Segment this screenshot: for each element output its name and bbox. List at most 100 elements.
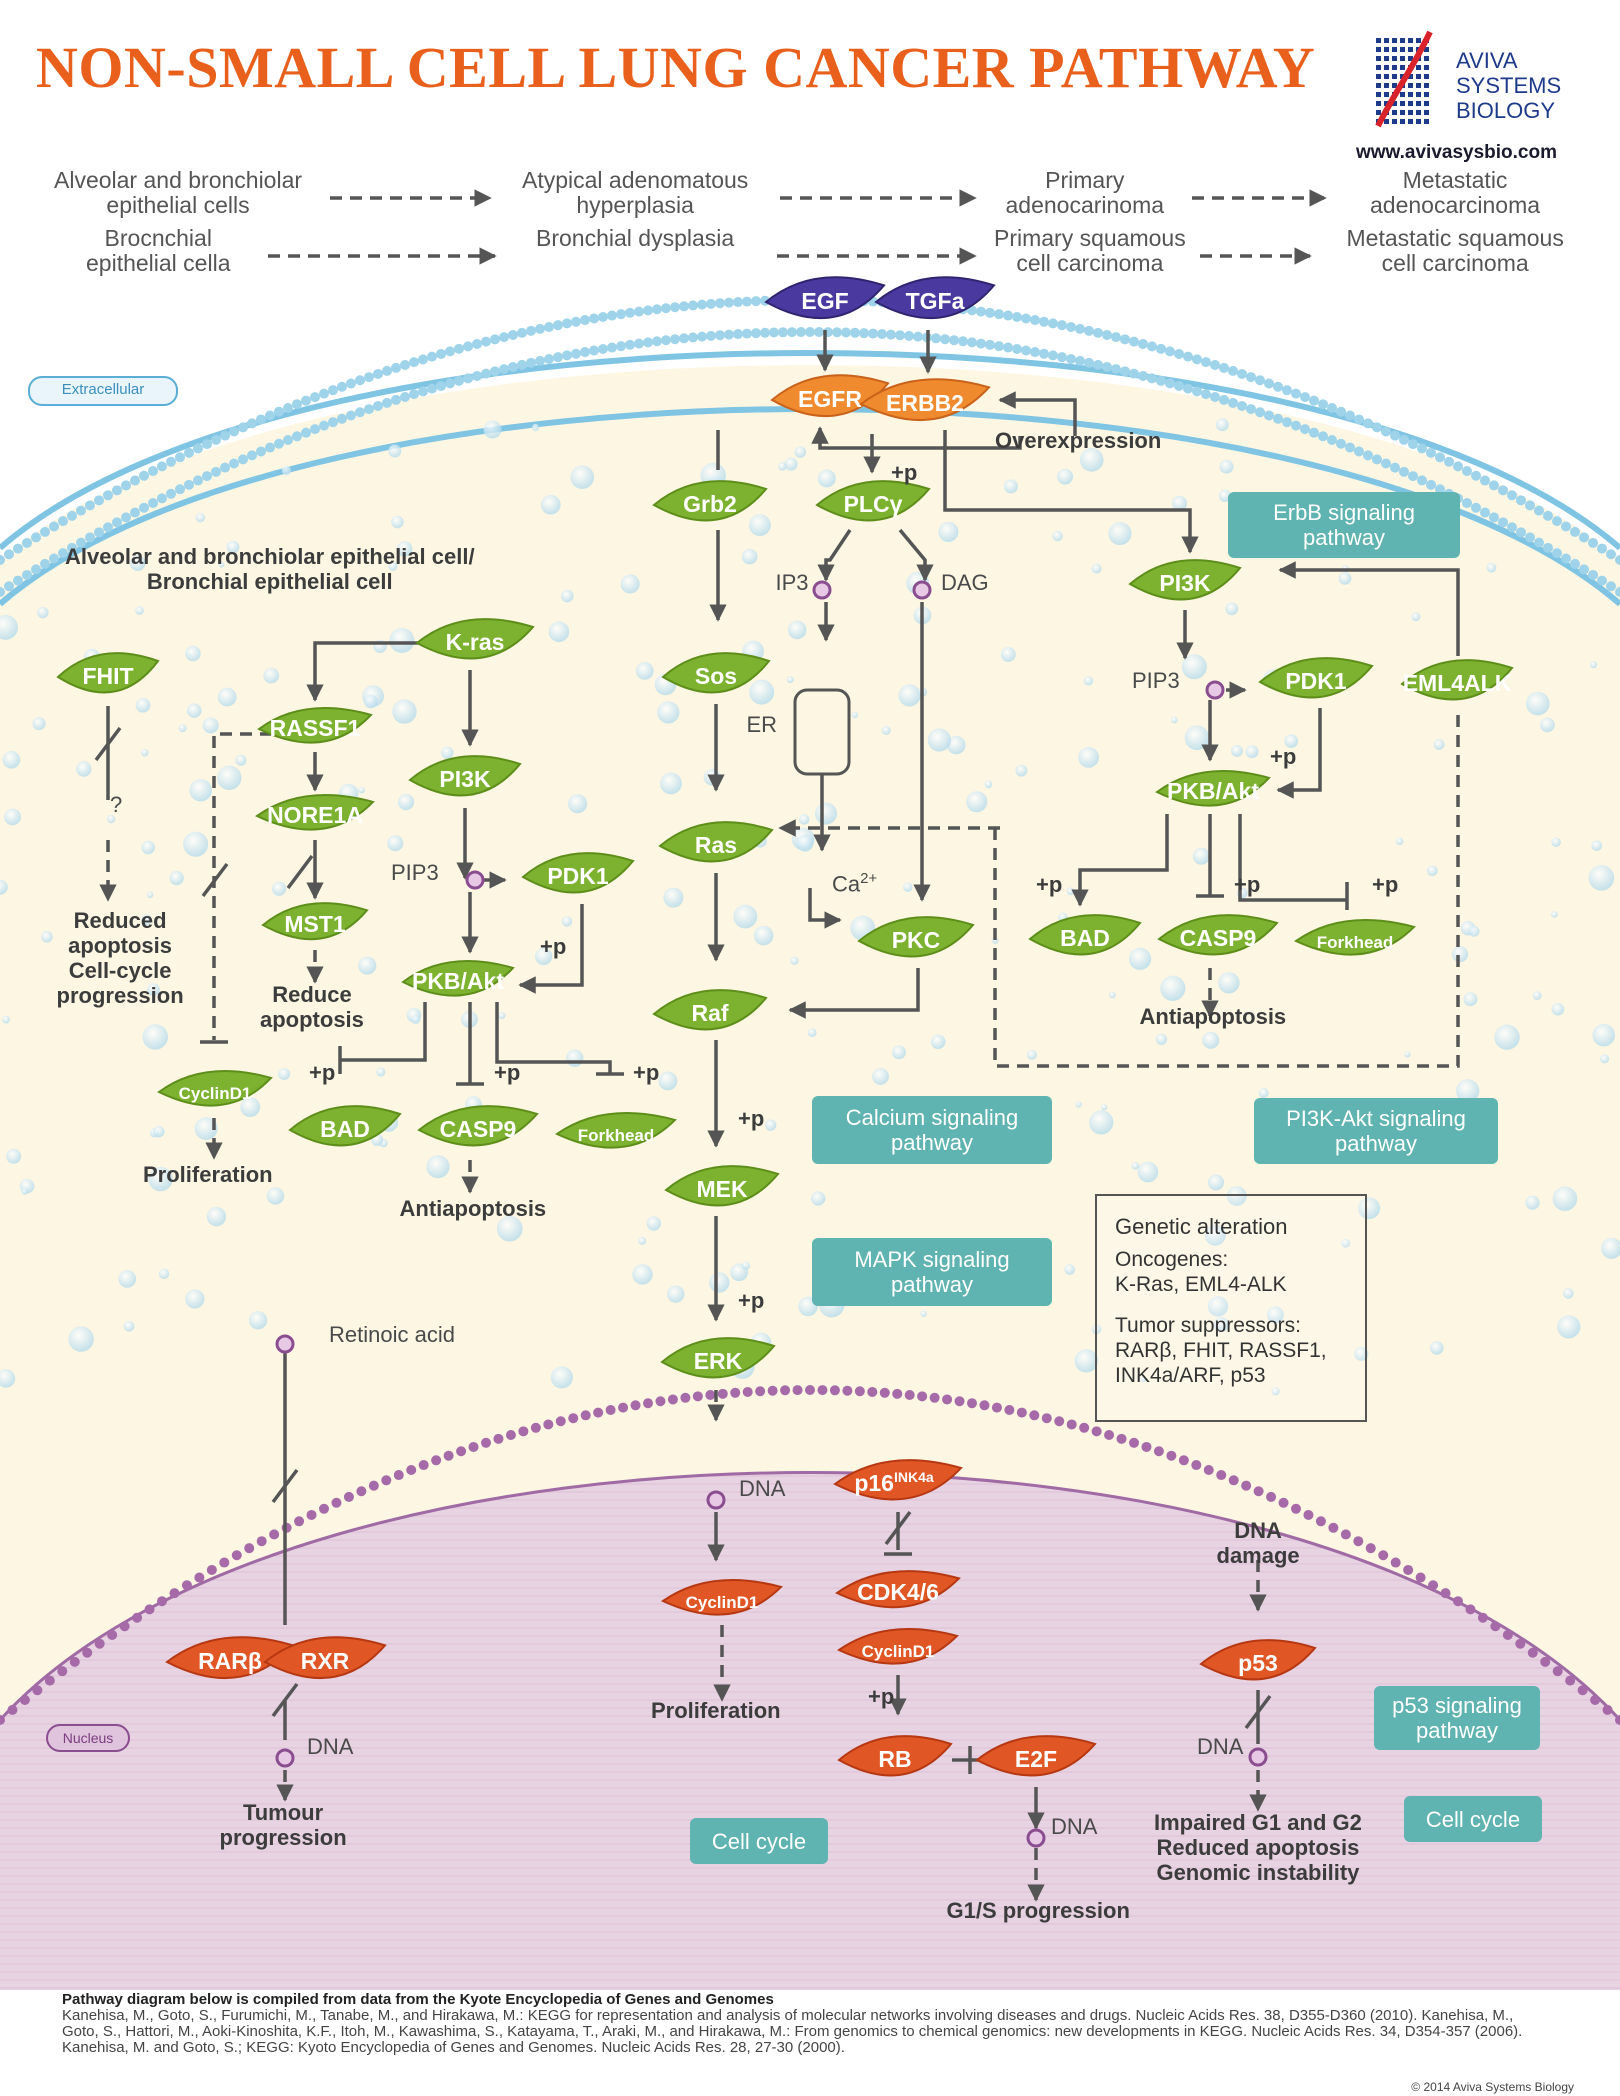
node-pkb-l: PKB/Akt <box>401 960 515 997</box>
node-pi3k-l: PI3K <box>408 755 522 797</box>
node-label-rxr: RXR <box>301 1648 350 1674</box>
p53-pathway-link[interactable]: p53 signaling pathway <box>1374 1686 1540 1750</box>
phosphorylation-label: +p <box>494 1060 521 1085</box>
node-label-ras: Ras <box>695 832 737 858</box>
edge <box>1278 561 1460 656</box>
phosphorylation-label: +p <box>1234 872 1261 897</box>
block-slash <box>271 1682 299 1718</box>
node-forkhead-l: Forkhead <box>555 1112 677 1149</box>
phosphorylation-label: +p <box>1372 872 1399 897</box>
edge <box>993 712 1460 1068</box>
nuclear-pores <box>0 1385 1620 1725</box>
node-p16: p16INK4a <box>833 1459 963 1501</box>
references-heading: Pathway diagram below is compiled from d… <box>62 1991 774 2008</box>
node-label-pdk1-l: PDK1 <box>547 863 609 889</box>
node-label-casp9-r: CASP9 <box>1180 925 1257 951</box>
node-p53: p53 <box>1199 1639 1317 1681</box>
node-label-grb2: Grb2 <box>683 491 737 517</box>
node-cyclind1-n: CyclinD1 <box>661 1579 783 1616</box>
dna-mid-label: DNA <box>739 1476 786 1501</box>
edge <box>943 430 1199 554</box>
cell-cycle-link-1[interactable]: Cell cycle <box>690 1818 828 1864</box>
block-slash <box>94 726 122 762</box>
retinoic-acid-label: Retinoic acid <box>329 1322 455 1347</box>
node-casp9-r: CASP9 <box>1157 914 1279 956</box>
edge <box>518 904 584 994</box>
antiapoptosis-left: Antiapoptosis <box>399 1196 547 1221</box>
node-label-pkb-l: PKB/Akt <box>412 968 504 994</box>
node-label-p16: p16INK4a <box>854 1469 934 1496</box>
suppressors-list: RARβ, FHIT, RASSF1, INK4a/ARF, p53 <box>1115 1339 1327 1387</box>
block-slash <box>1244 1694 1272 1730</box>
node-erbb2: ERBB2 <box>859 378 991 421</box>
node-label-egf: EGF <box>801 288 848 314</box>
tumour-progression: Tumour progression <box>219 1800 347 1850</box>
node-label-pkb-r: PKB/Akt <box>1167 778 1259 804</box>
copyright: © 2014 Aviva Systems Biology <box>1411 2080 1574 2094</box>
cell-cycle-link-2[interactable]: Cell cycle <box>1404 1796 1542 1842</box>
stage-r2-2: Primary squamous cell carcinoma <box>994 225 1186 276</box>
node-label-egfr: EGFR <box>798 386 862 412</box>
edge <box>1071 814 1169 907</box>
phosphorylation-label: +p <box>540 934 567 959</box>
node-egf: EGF <box>764 276 886 320</box>
nucleus-tag: Nucleus <box>46 1724 130 1752</box>
edge <box>1238 814 1347 902</box>
mst1-outcome: Reduce apoptosis <box>260 982 364 1032</box>
phosphorylation-label: +p <box>309 1060 336 1085</box>
calcium-pathway-link[interactable]: Calcium signaling pathway <box>812 1096 1052 1164</box>
node-tgfa: TGFa <box>874 276 996 320</box>
node-rxr: RXR <box>263 1636 387 1680</box>
node-rb: RB <box>837 1735 953 1777</box>
nucleus <box>0 1472 1620 1990</box>
node-ras: Ras <box>658 821 774 863</box>
phosphorylation-label: +p <box>1270 744 1297 769</box>
node-label-bad-l: BAD <box>320 1116 370 1142</box>
edge <box>306 641 418 702</box>
calcium-label: Ca2+ <box>832 870 878 897</box>
edge <box>898 528 934 582</box>
nuclear-envelope <box>0 1471 1620 1722</box>
metabolite-dot <box>1205 680 1225 700</box>
er-label: ER <box>746 712 778 737</box>
node-label-cyclind1-n: CyclinD1 <box>686 1593 759 1612</box>
edge <box>808 888 842 929</box>
node-bad-r: BAD <box>1028 914 1142 956</box>
metabolite-dot <box>1248 1747 1268 1767</box>
node-label-mst1: MST1 <box>284 911 346 937</box>
overexpression-label: Overexpression <box>995 428 1162 453</box>
phosphorylation-label: +p <box>1036 872 1063 897</box>
phosphorylation-label: +p <box>738 1288 765 1313</box>
dna-damage-label: DNA damage <box>1216 1518 1300 1568</box>
stage-r2-1: Bronchial dysplasia <box>536 225 735 251</box>
metabolite-dot <box>275 1748 295 1768</box>
phosphorylation-label: +p <box>868 1684 895 1709</box>
metabolite-dot <box>812 580 832 600</box>
node-forkhead-r: Forkhead <box>1294 919 1416 956</box>
erbb-pathway-link[interactable]: ErbB signaling pathway <box>1228 492 1460 558</box>
phosphorylation-label: +p <box>891 460 918 485</box>
genetic-alteration-box: Genetic alteration Oncogenes: K-Ras, EML… <box>1095 1194 1367 1422</box>
node-pkc: PKC <box>857 916 975 958</box>
mapk-pathway-link[interactable]: MAPK signaling pathway <box>812 1238 1052 1306</box>
node-label-pkc: PKC <box>892 927 941 953</box>
phosphorylation-label: +p <box>738 1106 765 1131</box>
node-grb2: Grb2 <box>652 480 768 522</box>
pi3k-akt-pathway-link[interactable]: PI3K-Akt signaling pathway <box>1254 1098 1498 1164</box>
node-rarb: RARβ <box>165 1636 295 1679</box>
node-label-cyclind1-m: CyclinD1 <box>862 1642 935 1661</box>
node-e2f: E2F <box>975 1735 1097 1777</box>
site-url[interactable]: www.avivasysbio.com <box>1356 142 1557 163</box>
node-pdk1-l: PDK1 <box>521 852 635 894</box>
node-nore1a: NORE1A <box>255 794 375 831</box>
node-label-fhit: FHIT <box>82 663 133 689</box>
references: Pathway diagram below is compiled from d… <box>62 1992 1542 2056</box>
node-label-erk: ERK <box>694 1348 743 1374</box>
pip3-left-label: PIP3 <box>391 860 439 885</box>
node-label-rassf1: RASSF1 <box>270 715 361 741</box>
node-erk: ERK <box>660 1337 776 1379</box>
edge <box>788 968 920 1019</box>
metabolite-dot <box>465 870 485 890</box>
pip3-right-label: PIP3 <box>1132 668 1180 693</box>
